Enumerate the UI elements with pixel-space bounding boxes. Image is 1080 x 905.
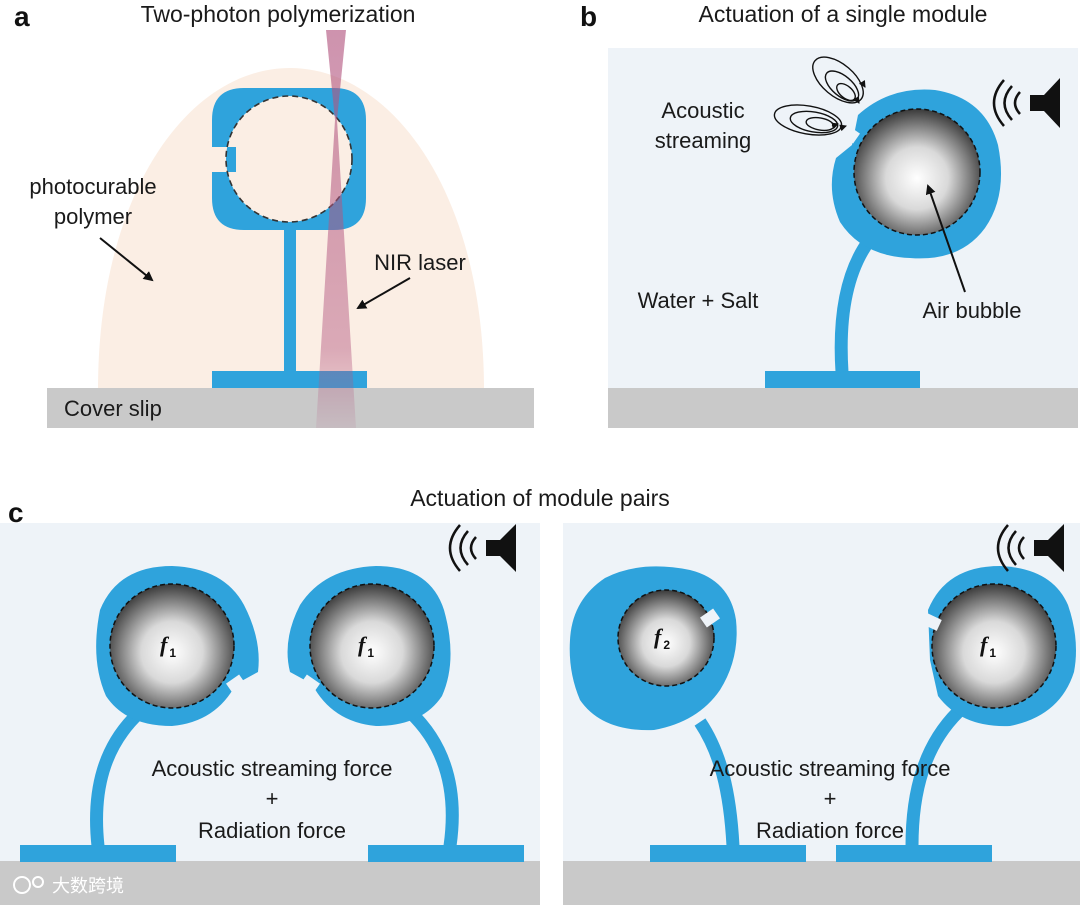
water-background-c-left [0,523,540,863]
panel-letter-c: c [8,497,24,528]
module-stem-c-left-1 [90,707,145,847]
bubble-c-right-1 [617,589,715,687]
force-label-c-left-1: Acoustic streaming force [152,756,393,781]
streaming-loops [773,56,866,136]
force-label-c-right-2: + [824,786,837,811]
module-ring-a [212,88,366,230]
watermark-text: 大数跨境 [52,876,124,896]
streaming-label-line1: Acoustic [661,98,744,123]
module-stem-a [284,225,296,373]
speaker-icon [992,78,1060,128]
watermark: 大数跨境 [13,876,124,896]
opening-c-right-2 [922,613,942,631]
bubble-c-left-1 [109,583,235,709]
polymer-label-line1: photocurable [29,174,156,199]
laser-arrow [356,277,411,309]
watermark-logo-icon [13,876,31,894]
force-label-c-right-3: Radiation force [756,818,904,843]
force-label-c-left-3: Radiation force [198,818,346,843]
panel-c-title: Actuation of module pairs [410,485,670,511]
bubble-c-right-2 [931,583,1057,709]
opening-c-right-1 [700,608,720,628]
panel-a-title: Two-photon polymerization [141,1,416,27]
force-label-c-left-2: + [266,786,279,811]
air-bubble-b [853,108,981,236]
module-base-b [765,371,920,388]
module-stem-c-right-1 [694,718,740,847]
module-base-c-left-1 [20,845,176,862]
module-base-c-right-1 [650,845,806,862]
cavity-outline-a [225,95,353,223]
panel-a: a Two-photon polymerization photocurable… [14,1,534,428]
force-label-c-right-1: Acoustic streaming force [710,756,951,781]
panel-letter-a: a [14,1,30,32]
polymer-label-line2: polymer [54,204,132,229]
substrate-b [608,388,1078,428]
substrate-c-right [563,861,1080,905]
bubble-arrow [925,184,966,293]
module-base-c-left-2 [368,845,524,862]
opening-c-left-1 [226,674,246,694]
polymer-arrow [99,237,154,282]
module-stem-c-left-2 [405,707,459,847]
speaker-icon [448,524,516,572]
module-stem-c-right-2 [905,707,963,847]
cover-slip [47,388,534,428]
panel-b-title: Actuation of a single module [699,1,988,27]
panel-b: b Actuation of a single module Acoustic … [580,1,1078,428]
panel-letter-b: b [580,1,597,32]
speaker-icon [996,524,1064,572]
medium-label: Water + Salt [638,288,759,313]
substrate-c-left [0,861,540,905]
laser-label: NIR laser [374,250,466,275]
opening-c-left-2 [300,674,320,694]
bubble-c-left-2 [309,583,435,709]
cover-slip-label: Cover slip [64,396,162,421]
module-base-c-right-2 [836,845,992,862]
bubble-label: Air bubble [922,298,1021,323]
nir-laser-beam [316,30,356,428]
streaming-label-line2: streaming [655,128,752,153]
